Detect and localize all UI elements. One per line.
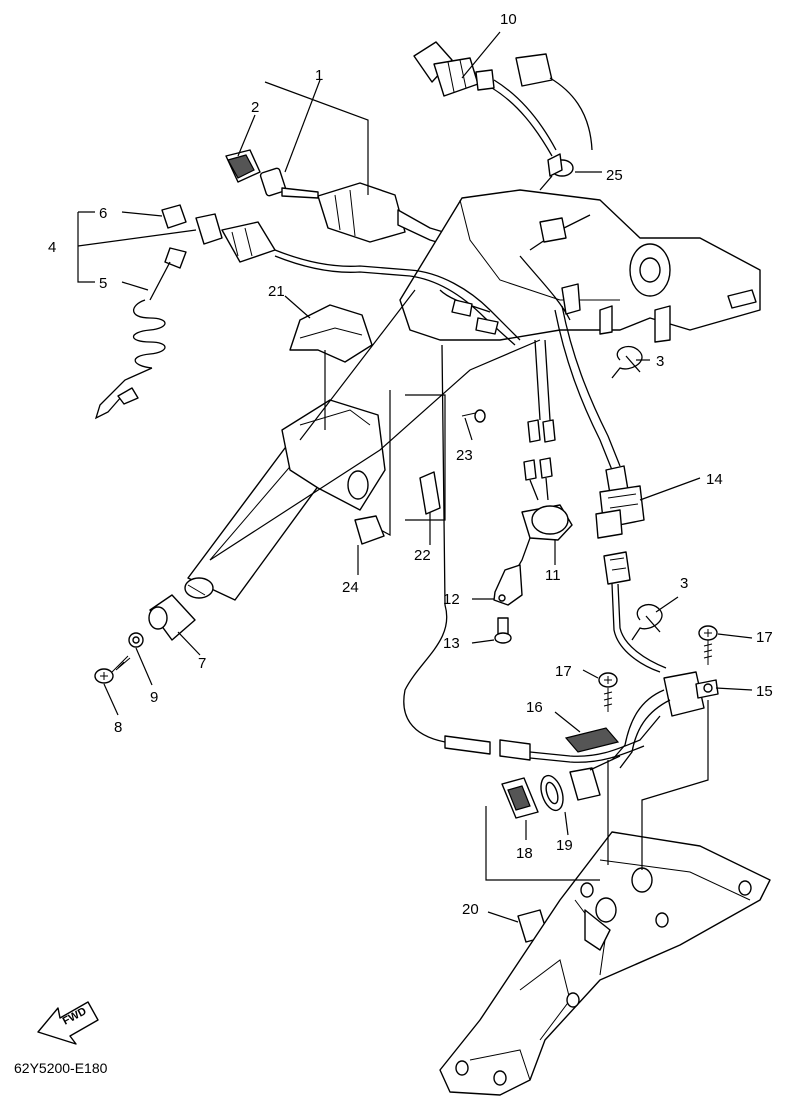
plate-part-16 <box>564 727 620 753</box>
bottom-cowling <box>439 831 771 1096</box>
buzzer-part-11 <box>514 419 573 573</box>
steering-handle <box>184 399 386 601</box>
lanyard-part-5 <box>94 247 187 420</box>
callout-6: 6 <box>99 205 107 222</box>
callout-7: 7 <box>198 655 206 672</box>
clamp-part-25 <box>539 153 574 191</box>
cap-part-2 <box>225 149 261 183</box>
callout-10: 10 <box>500 11 517 28</box>
callout-2: 2 <box>251 99 259 116</box>
screw-part-17-center <box>598 672 618 712</box>
kill-switch-lead <box>403 344 661 801</box>
callout-9: 9 <box>150 689 158 706</box>
switch-connector-part-10 <box>413 41 593 157</box>
wire-harness-main <box>409 214 621 471</box>
callout-12: 12 <box>443 591 460 608</box>
callout-3-lower: 3 <box>680 575 688 592</box>
callout-16: 16 <box>526 699 543 716</box>
connector-part-14 <box>595 465 645 539</box>
callout-17-center: 17 <box>555 663 572 680</box>
screw-part-17-right <box>698 625 718 665</box>
callout-20: 20 <box>462 901 479 918</box>
throttle-grip-part-7 <box>148 594 196 641</box>
callout-5: 5 <box>99 275 107 292</box>
callout-15: 15 <box>756 683 773 700</box>
clip-part-3-lower <box>631 604 663 641</box>
screw-part-8 <box>94 655 131 684</box>
leader-lines <box>77 31 753 923</box>
callout-21: 21 <box>268 283 285 300</box>
washer-part-9 <box>128 632 144 648</box>
grommet-part-18 <box>501 777 539 819</box>
key-part <box>259 167 319 199</box>
clip-part-3-upper <box>611 345 643 379</box>
callout-19: 19 <box>556 837 573 854</box>
callout-1: 1 <box>315 67 323 84</box>
grommet-part-19 <box>540 774 564 812</box>
drawing-code: 62Y5200-E180 <box>14 1060 108 1076</box>
cap-part-6 <box>161 204 187 229</box>
callout-17-right: 17 <box>756 629 773 646</box>
bolt-part-13 <box>494 617 512 644</box>
callout-numbers: 1 2 3 3 4 5 6 7 8 9 10 11 12 13 14 15 16… <box>48 11 773 918</box>
callout-22: 22 <box>414 547 431 564</box>
callout-8: 8 <box>114 719 122 736</box>
callout-23: 23 <box>456 447 473 464</box>
fwd-arrow-icon: FWD <box>37 1001 99 1045</box>
callout-14: 14 <box>706 471 723 488</box>
callout-25: 25 <box>606 167 623 184</box>
bracket-frame <box>399 189 761 343</box>
callout-24: 24 <box>342 579 359 596</box>
callout-4: 4 <box>48 239 56 256</box>
callout-11: 11 <box>545 567 561 584</box>
connector-harness-lower <box>603 551 719 769</box>
callout-18: 18 <box>516 845 533 862</box>
stop-switch-part-4 <box>195 213 411 277</box>
grip-cover-part-21 <box>289 304 373 363</box>
bracket-clip-part-12 <box>493 564 523 606</box>
callout-3-upper: 3 <box>656 353 664 370</box>
callout-13: 13 <box>443 635 460 652</box>
